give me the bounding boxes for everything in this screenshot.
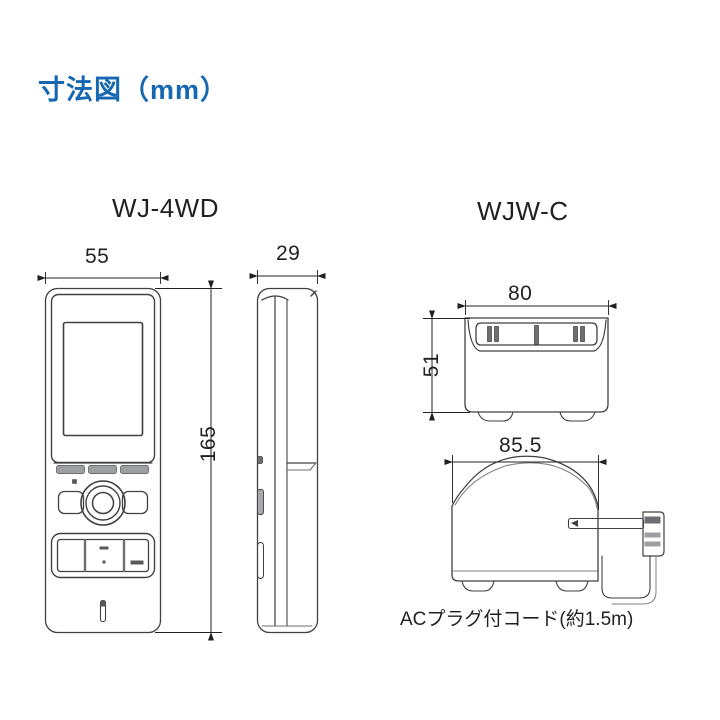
handset-softkey-left [56, 465, 85, 474]
handset-side-ptt-key [257, 542, 264, 579]
ac-plug-body [642, 511, 665, 557]
handset-front-body [44, 287, 162, 634]
dimension-line-handset-depth [249, 270, 326, 284]
ac-cord-loop [601, 555, 651, 599]
ac-plug-band-top [644, 516, 661, 524]
handset-side-top-curve [261, 295, 289, 301]
cradle-front-foot-left [477, 411, 514, 422]
handset-display-screen [62, 321, 144, 437]
cradle-contact-left-a [487, 326, 492, 342]
product-label-wjw-c: WJW-C [477, 196, 569, 226]
cradle-side-view [451, 455, 665, 605]
ac-plug-band-lower [644, 541, 661, 547]
dimension-value-handset-depth: 29 [276, 242, 301, 265]
ac-cord-tail [611, 555, 657, 605]
cradle-dock-pocket [475, 322, 598, 346]
handset-microphone-port [100, 600, 106, 607]
handset-right-function-key [121, 490, 149, 515]
dimension-line-handset-width [37, 272, 169, 284]
handset-side-antenna-nub [310, 290, 317, 297]
handset-keypad-frame [50, 532, 156, 579]
cradle-front-body [464, 317, 609, 413]
product-label-wj-4wd: WJ-4WD [112, 193, 219, 223]
handset-navigation-ring-inner [85, 485, 121, 521]
dimension-line-cradle-height [423, 310, 470, 421]
cradle-center-rib [534, 325, 539, 345]
page-title: 寸法図（mm） [38, 75, 229, 105]
dimension-value-cradle-width: 80 [508, 282, 533, 305]
handset-side-view [256, 287, 319, 634]
handset-side-button-top [257, 456, 263, 464]
dimension-line-handset-height [155, 280, 222, 641]
handset-center-select-button [91, 491, 115, 515]
handset-side-volume-key [257, 489, 264, 515]
cradle-dc-jack-barrel [567, 517, 645, 530]
cradle-front-shelf [467, 319, 607, 352]
dimension-line-cradle-depth [444, 455, 607, 510]
ac-plug-band-middle [644, 532, 661, 538]
handset-front-view [44, 287, 162, 634]
cradle-contact-right-a [573, 326, 578, 342]
ac-cord-caption: ACプラグ付コード(約1.5m) [400, 609, 634, 630]
handset-navigation-ring-outer [80, 480, 126, 526]
dimension-value-handset-width: 55 [85, 245, 110, 268]
cradle-front-view [464, 317, 609, 422]
cradle-side-foot-rear [555, 580, 589, 592]
dimension-line-cradle-width [457, 300, 617, 315]
handset-keypad-mark-top [99, 546, 109, 550]
handset-softkey-right [120, 465, 149, 474]
handset-screen-bezel [50, 293, 156, 464]
handset-keypad-mark-middle [102, 560, 106, 564]
handset-left-function-key [57, 490, 85, 515]
cradle-side-foot-front [461, 580, 495, 592]
cradle-side-body [451, 455, 599, 582]
handset-side-rear-step-inner [286, 462, 317, 471]
cradle-contact-right-b [580, 326, 585, 342]
handset-keypad-mark-right [130, 560, 144, 565]
handset-keypad-inner [56, 538, 150, 573]
cradle-side-top-curve [454, 462, 598, 509]
dimension-value-cradle-depth: 85.5 [499, 434, 542, 457]
handset-softkey-center [88, 465, 117, 474]
cradle-contact-left-b [494, 326, 499, 342]
handset-indicator-led [72, 479, 77, 484]
cradle-dc-jack-arrow [571, 520, 578, 527]
cradle-front-foot-right [559, 411, 596, 422]
